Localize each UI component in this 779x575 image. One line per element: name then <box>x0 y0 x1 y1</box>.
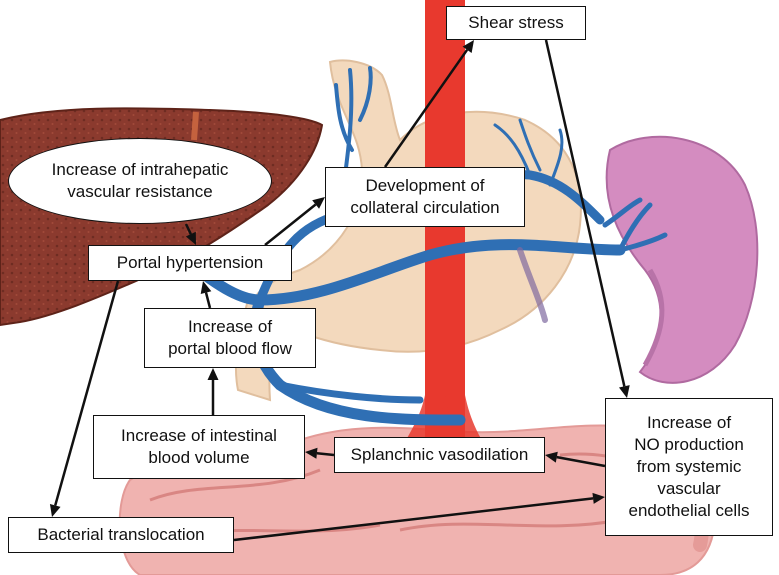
node-bacterial-translocation: Bacterial translocation <box>8 517 234 553</box>
node-intrahepatic-resistance: Increase of intrahepatic vascular resist… <box>8 138 272 224</box>
arrow-shear-to-no <box>544 39 630 398</box>
arrow-collateral-to-shear <box>383 40 474 168</box>
node-shear-stress: Shear stress <box>446 6 586 40</box>
arrow-ibv-to-pbf <box>207 368 219 415</box>
node-splanchnic-vasodilation: Splanchnic vasodilation <box>334 437 545 473</box>
node-collateral-circulation: Development of collateral circulation <box>325 167 525 227</box>
spleen-illustration <box>605 135 759 384</box>
arrow-portal_ht-to-bact <box>49 280 120 517</box>
arrow-portal_ht-to-collateral <box>264 197 325 246</box>
arrow-ivr-to-portal_ht <box>184 223 196 245</box>
arrow-splanchnic-to-ibv <box>305 447 335 459</box>
node-portal-hypertension: Portal hypertension <box>88 245 292 281</box>
node-no-production: Increase of NO production from systemic … <box>605 398 773 536</box>
node-portal-blood-flow: Increase of portal blood flow <box>144 308 316 368</box>
arrow-no-to-splanchnic <box>545 451 606 468</box>
arrow-layer <box>49 39 630 542</box>
node-intestinal-blood-volume: Increase of intestinal blood volume <box>93 415 305 479</box>
arrow-bact-to-no <box>233 492 605 542</box>
arrow-pbf-to-portal_ht <box>200 281 212 309</box>
